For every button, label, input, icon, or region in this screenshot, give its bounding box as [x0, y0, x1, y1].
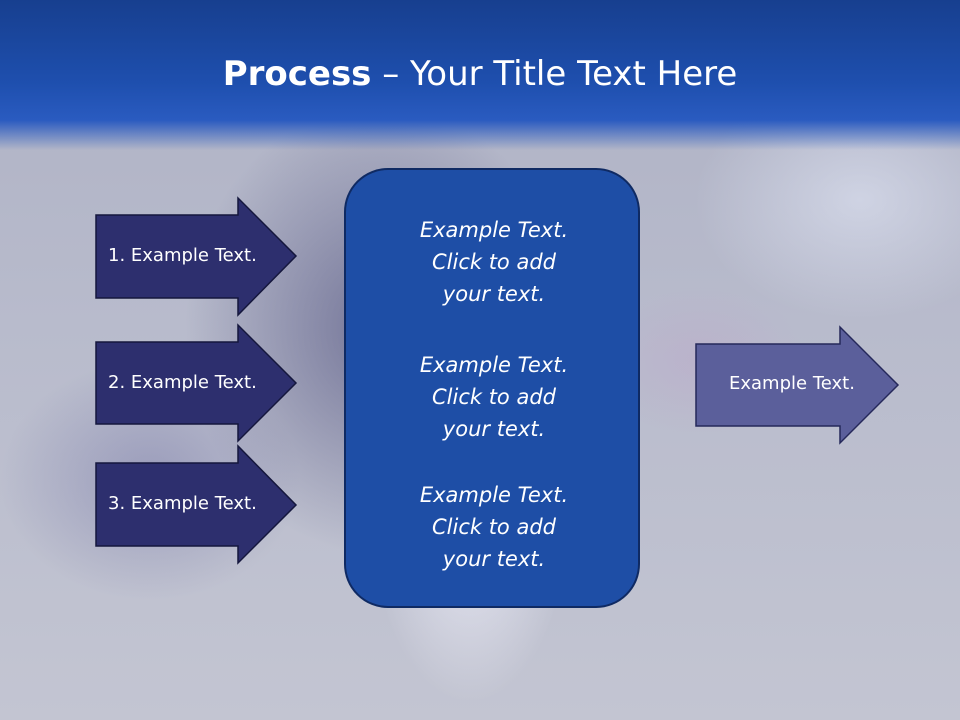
center-text-block-3: Example Text. Click to add your text.	[346, 479, 642, 575]
left-arrow-1-label: 1. Example Text.	[108, 245, 257, 266]
slide-title[interactable]: Process – Your Title Text Here	[0, 52, 960, 96]
text-line: Click to add	[431, 515, 556, 539]
left-arrow-2[interactable]	[95, 323, 298, 443]
center-text-box[interactable]: Example Text. Click to add your text. Ex…	[344, 168, 640, 608]
left-arrow-2-label: 2. Example Text.	[108, 372, 257, 393]
left-arrow-1[interactable]	[95, 196, 298, 317]
text-line: Example Text.	[419, 483, 569, 507]
text-line: your text.	[442, 282, 546, 306]
text-line: your text.	[442, 547, 546, 571]
text-line: Click to add	[431, 385, 556, 409]
title-bold-word: Process	[222, 54, 372, 94]
text-line: Click to add	[431, 250, 556, 274]
title-rest: – Your Title Text Here	[371, 54, 738, 94]
center-text-block-1: Example Text. Click to add your text.	[346, 214, 642, 310]
left-arrow-3[interactable]	[95, 444, 298, 565]
title-bar	[0, 0, 960, 150]
right-arrow[interactable]	[695, 325, 900, 445]
text-line: your text.	[442, 417, 546, 441]
center-text-block-2: Example Text. Click to add your text.	[346, 349, 642, 445]
left-arrow-3-label: 3. Example Text.	[108, 493, 257, 514]
text-line: Example Text.	[419, 218, 569, 242]
text-line: Example Text.	[419, 353, 569, 377]
right-arrow-label: Example Text.	[729, 373, 855, 394]
